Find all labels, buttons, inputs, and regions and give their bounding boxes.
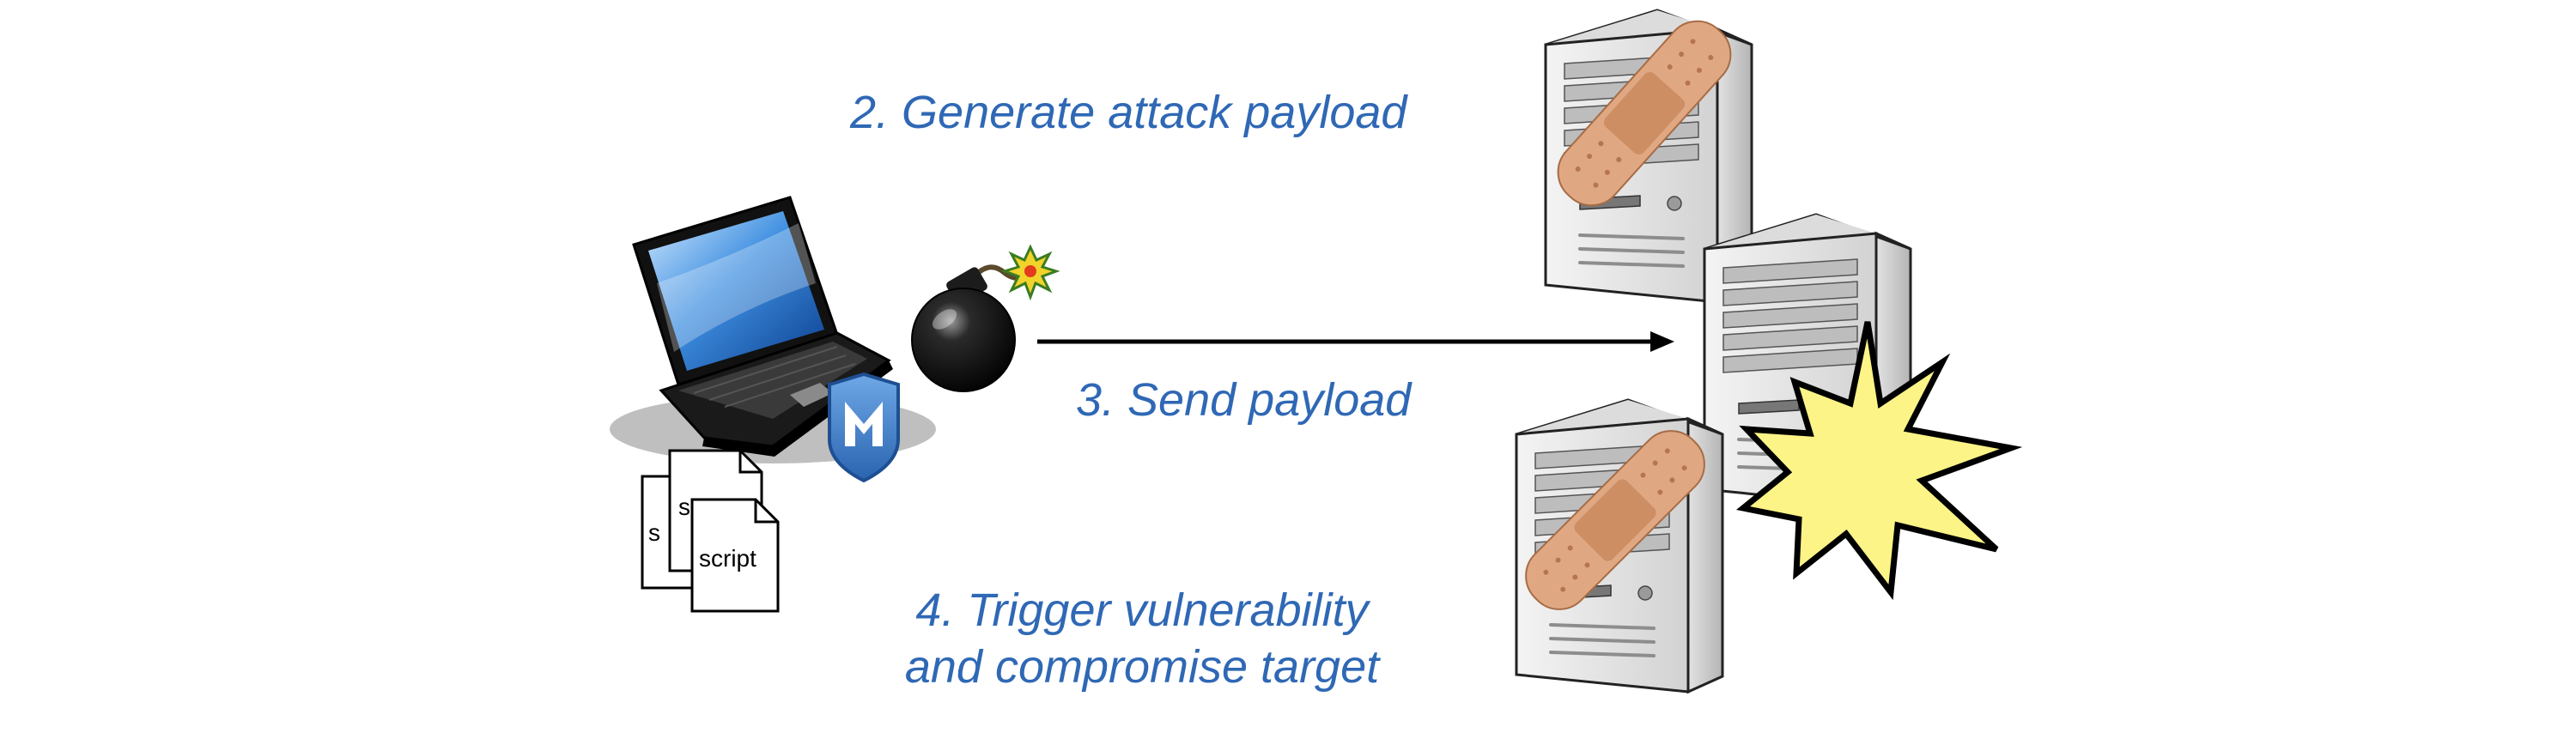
bomb-icon — [911, 244, 1060, 392]
step4-caption: 4. Trigger vulnerability and compromise … — [884, 582, 1400, 695]
script-doc-front: script — [690, 498, 780, 613]
script-doc-middle-label: s — [678, 494, 690, 520]
script-doc-back-label: s — [648, 519, 660, 546]
step2-caption: 2. Generate attack payload — [850, 87, 1407, 138]
script-doc-front-label: script — [699, 545, 756, 572]
send-arrow — [1037, 331, 1674, 352]
step3-caption: 3. Send payload — [1076, 374, 1412, 426]
step4-caption-line2: and compromise target — [904, 641, 1380, 693]
metasploit-logo — [828, 372, 900, 483]
step4-caption-line1: 4. Trigger vulnerability — [915, 584, 1369, 636]
explosion-icon — [1735, 321, 2023, 601]
server-patched-bottom-icon — [1512, 398, 1724, 693]
script-documents: s s script — [641, 449, 780, 613]
laptop-icon — [610, 196, 936, 463]
